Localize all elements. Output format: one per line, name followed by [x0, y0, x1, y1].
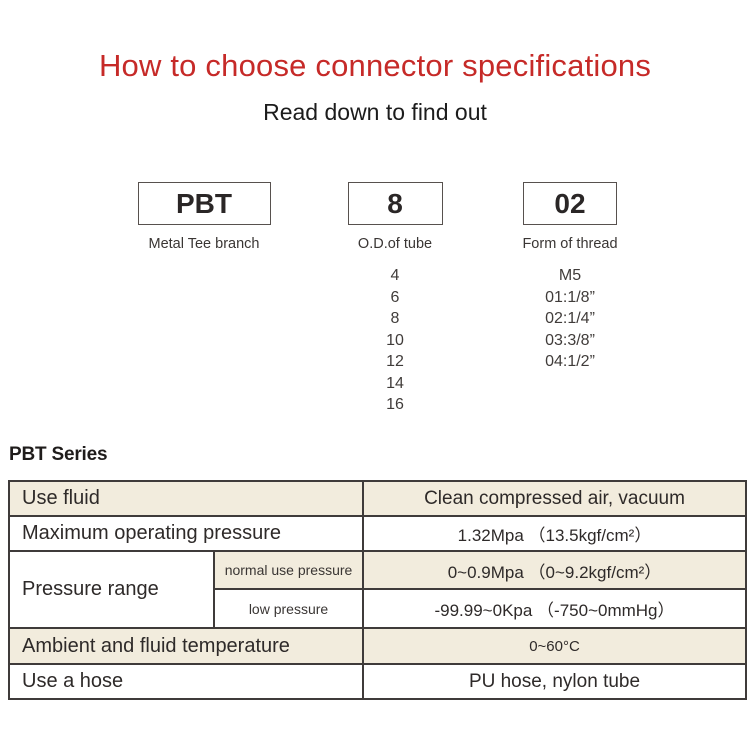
- code-part-tube-od: 8 O.D.of tube 4 6 8 10 12 14 16: [295, 182, 495, 416]
- code-box-tube-od: 8: [347, 182, 443, 225]
- spec-value-max-pressure: 1.32Mpa （13.5kgf/cm²）: [362, 515, 747, 552]
- table-row: Use a hose PU hose, nylon tube: [8, 663, 747, 700]
- spec-table: Use fluid Clean compressed air, vacuum M…: [8, 480, 747, 700]
- tube-od-option: 4: [390, 267, 400, 284]
- thread-option: 02:1/4”: [545, 310, 595, 327]
- tube-od-option: 16: [386, 396, 404, 413]
- tube-od-option: 8: [390, 310, 400, 327]
- code-box-thread: 02: [523, 182, 617, 225]
- tube-od-options: 4 6 8 10 12 14 16: [295, 265, 495, 416]
- thread-options: M5 01:1/8” 02:1/4” 03:3/8” 04:1/2”: [470, 265, 670, 373]
- spec-value-low-pressure: -99.99~0Kpa （-750~0mmHg）: [362, 588, 747, 629]
- thread-option: M5: [558, 267, 582, 284]
- spec-value-hose: PU hose, nylon tube: [362, 663, 747, 700]
- tube-od-option: 10: [386, 331, 404, 349]
- spec-label-use-fluid: Use fluid: [8, 480, 364, 517]
- spec-label-temperature: Ambient and fluid temperature: [8, 627, 364, 665]
- code-label-series: Metal Tee branch: [148, 236, 260, 252]
- code-label-thread: Form of thread: [522, 236, 618, 252]
- tube-od-option: 6: [390, 288, 400, 306]
- page-title: How to choose connector specifications: [98, 48, 652, 83]
- table-row: low pressure -99.99~0Kpa （-750~0mmHg）: [9, 588, 747, 629]
- table-row: Ambient and fluid temperature 0~60°C: [8, 627, 747, 665]
- code-part-series: PBT Metal Tee branch: [104, 182, 304, 252]
- thread-option: 01:1/8”: [545, 288, 595, 306]
- tube-od-option: 14: [386, 374, 404, 392]
- page-subtitle: Read down to find out: [263, 99, 487, 125]
- series-heading: PBT Series: [9, 444, 108, 465]
- spec-sublabel-normal-pressure: normal use pressure: [213, 550, 364, 590]
- table-row: Maximum operating pressure 1.32Mpa （13.5…: [8, 515, 747, 552]
- code-box-series: PBT: [137, 182, 271, 225]
- tube-od-option: 12: [386, 353, 404, 370]
- thread-option: 04:1/2”: [545, 353, 595, 370]
- spec-value-use-fluid: Clean compressed air, vacuum: [362, 480, 747, 517]
- spec-label-max-pressure: Maximum operating pressure: [8, 515, 364, 552]
- spec-value-temperature: 0~60°C: [362, 627, 747, 665]
- spec-label-hose: Use a hose: [8, 663, 364, 700]
- table-row: Use fluid Clean compressed air, vacuum: [8, 480, 747, 517]
- spec-value-normal-pressure: 0~0.9Mpa （0~9.2kgf/cm²）: [362, 550, 747, 590]
- spec-label-pressure-range: Pressure range: [8, 550, 215, 629]
- code-label-tube-od: O.D.of tube: [357, 236, 433, 252]
- table-row: Pressure range normal use pressure 0~0.9…: [8, 550, 747, 629]
- spec-sublabel-low-pressure: low pressure: [213, 588, 364, 629]
- thread-option: 03:3/8”: [545, 331, 595, 349]
- code-part-thread: 02 Form of thread M5 01:1/8” 02:1/4” 03:…: [470, 182, 670, 373]
